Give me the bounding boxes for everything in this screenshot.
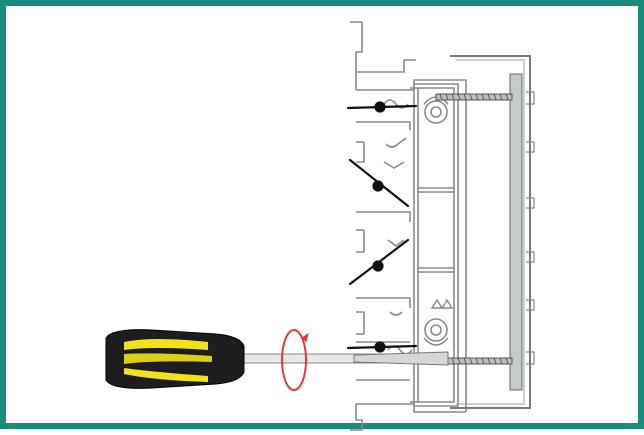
screw-eyelet-top [423, 96, 449, 124]
screw-eyelet-bottom [423, 318, 449, 346]
aluminium-profile [350, 21, 467, 431]
mounting-diagram [105, 21, 535, 431]
screwdriver-icon [105, 329, 449, 389]
clamp-screw-icon [435, 93, 513, 365]
clamping-plate [450, 55, 535, 409]
toggle-pin-icon [346, 101, 418, 353]
rotation-arrow-icon [281, 329, 309, 391]
direction-marks [430, 298, 454, 309]
